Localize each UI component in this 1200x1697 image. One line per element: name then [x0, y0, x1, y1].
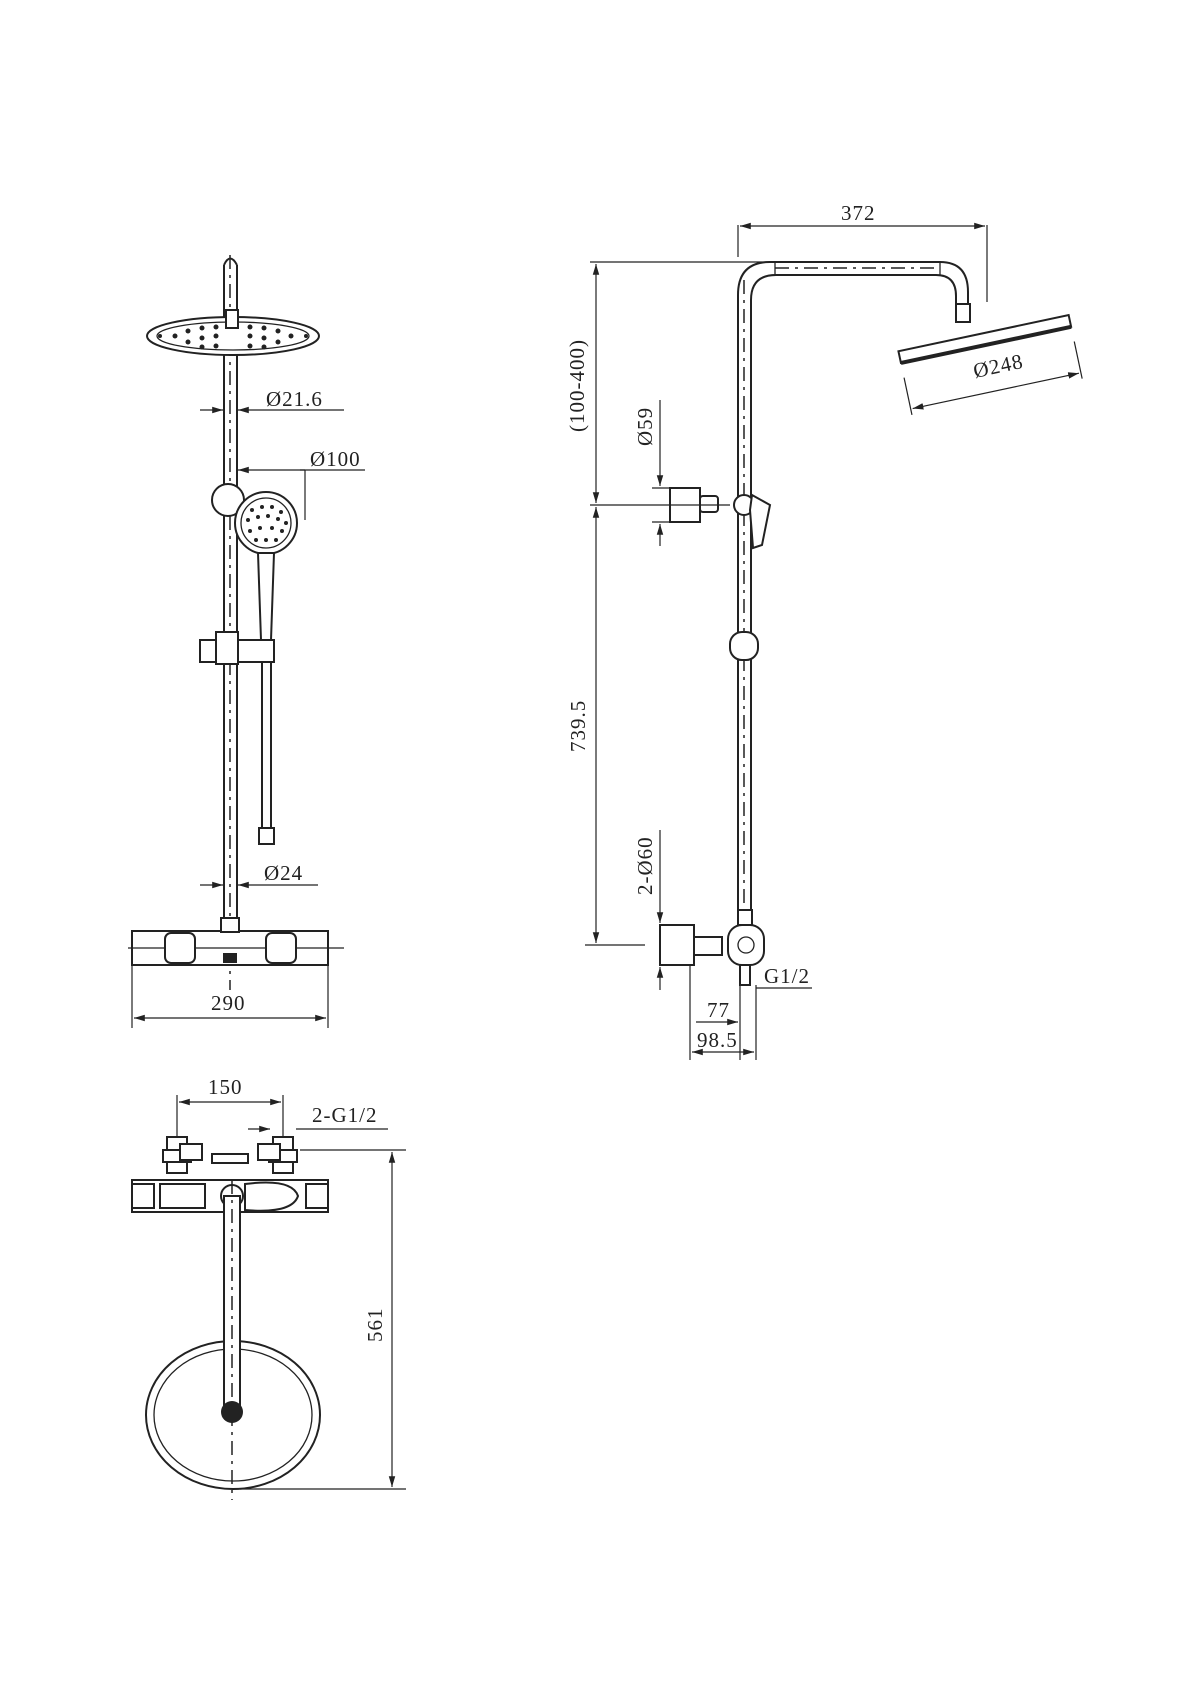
inlets-thread-label: 2-G1/2 [312, 1103, 378, 1127]
front-view: Ø21.6 Ø100 Ø24 290 [128, 255, 365, 1028]
inlet-spacing-label: 150 [208, 1075, 243, 1099]
top-view: 150 2-G1/2 561 [131, 1075, 406, 1500]
side-riser-and-arm [737, 261, 971, 950]
riser-diameter-label: Ø24 [264, 861, 303, 885]
mixer-front [128, 917, 344, 966]
offset-77-label: 77 [707, 998, 730, 1022]
total-depth-label: 561 [363, 1308, 387, 1343]
handshower-diameter-label: Ø100 [310, 447, 361, 471]
side-view: 372 Ø248 (100-400) Ø59 739.5 2-Ø60 G1/2 … [565, 201, 1083, 1060]
riser-height-label: 739.5 [566, 700, 590, 752]
offset-98-5-label: 98.5 [697, 1028, 738, 1052]
top-riser-and-head [145, 1180, 321, 1500]
mixer-width-label: 290 [211, 991, 246, 1015]
top-dimensions [176, 1095, 406, 1490]
overhead-shower-side [897, 313, 1073, 365]
side-dimensions [585, 222, 1083, 1060]
front-dimensions [131, 406, 365, 1028]
overhead-shower-front [146, 309, 320, 356]
side-mixer [659, 909, 765, 986]
top-inlets [162, 1136, 298, 1174]
riser-pipe [223, 255, 238, 990]
hand-shower-front [199, 483, 298, 845]
rail-diameter-label: Ø21.6 [266, 387, 323, 411]
height-adjust-label: (100-400) [565, 339, 589, 432]
holder-diameter-label: Ø59 [633, 407, 657, 446]
arm-length-label: 372 [841, 201, 876, 225]
escutcheon-label: 2-Ø60 [633, 836, 657, 895]
side-holder [669, 487, 772, 661]
inlet-thread-label: G1/2 [764, 964, 810, 988]
overhead-diameter-label: Ø248 [971, 349, 1026, 383]
